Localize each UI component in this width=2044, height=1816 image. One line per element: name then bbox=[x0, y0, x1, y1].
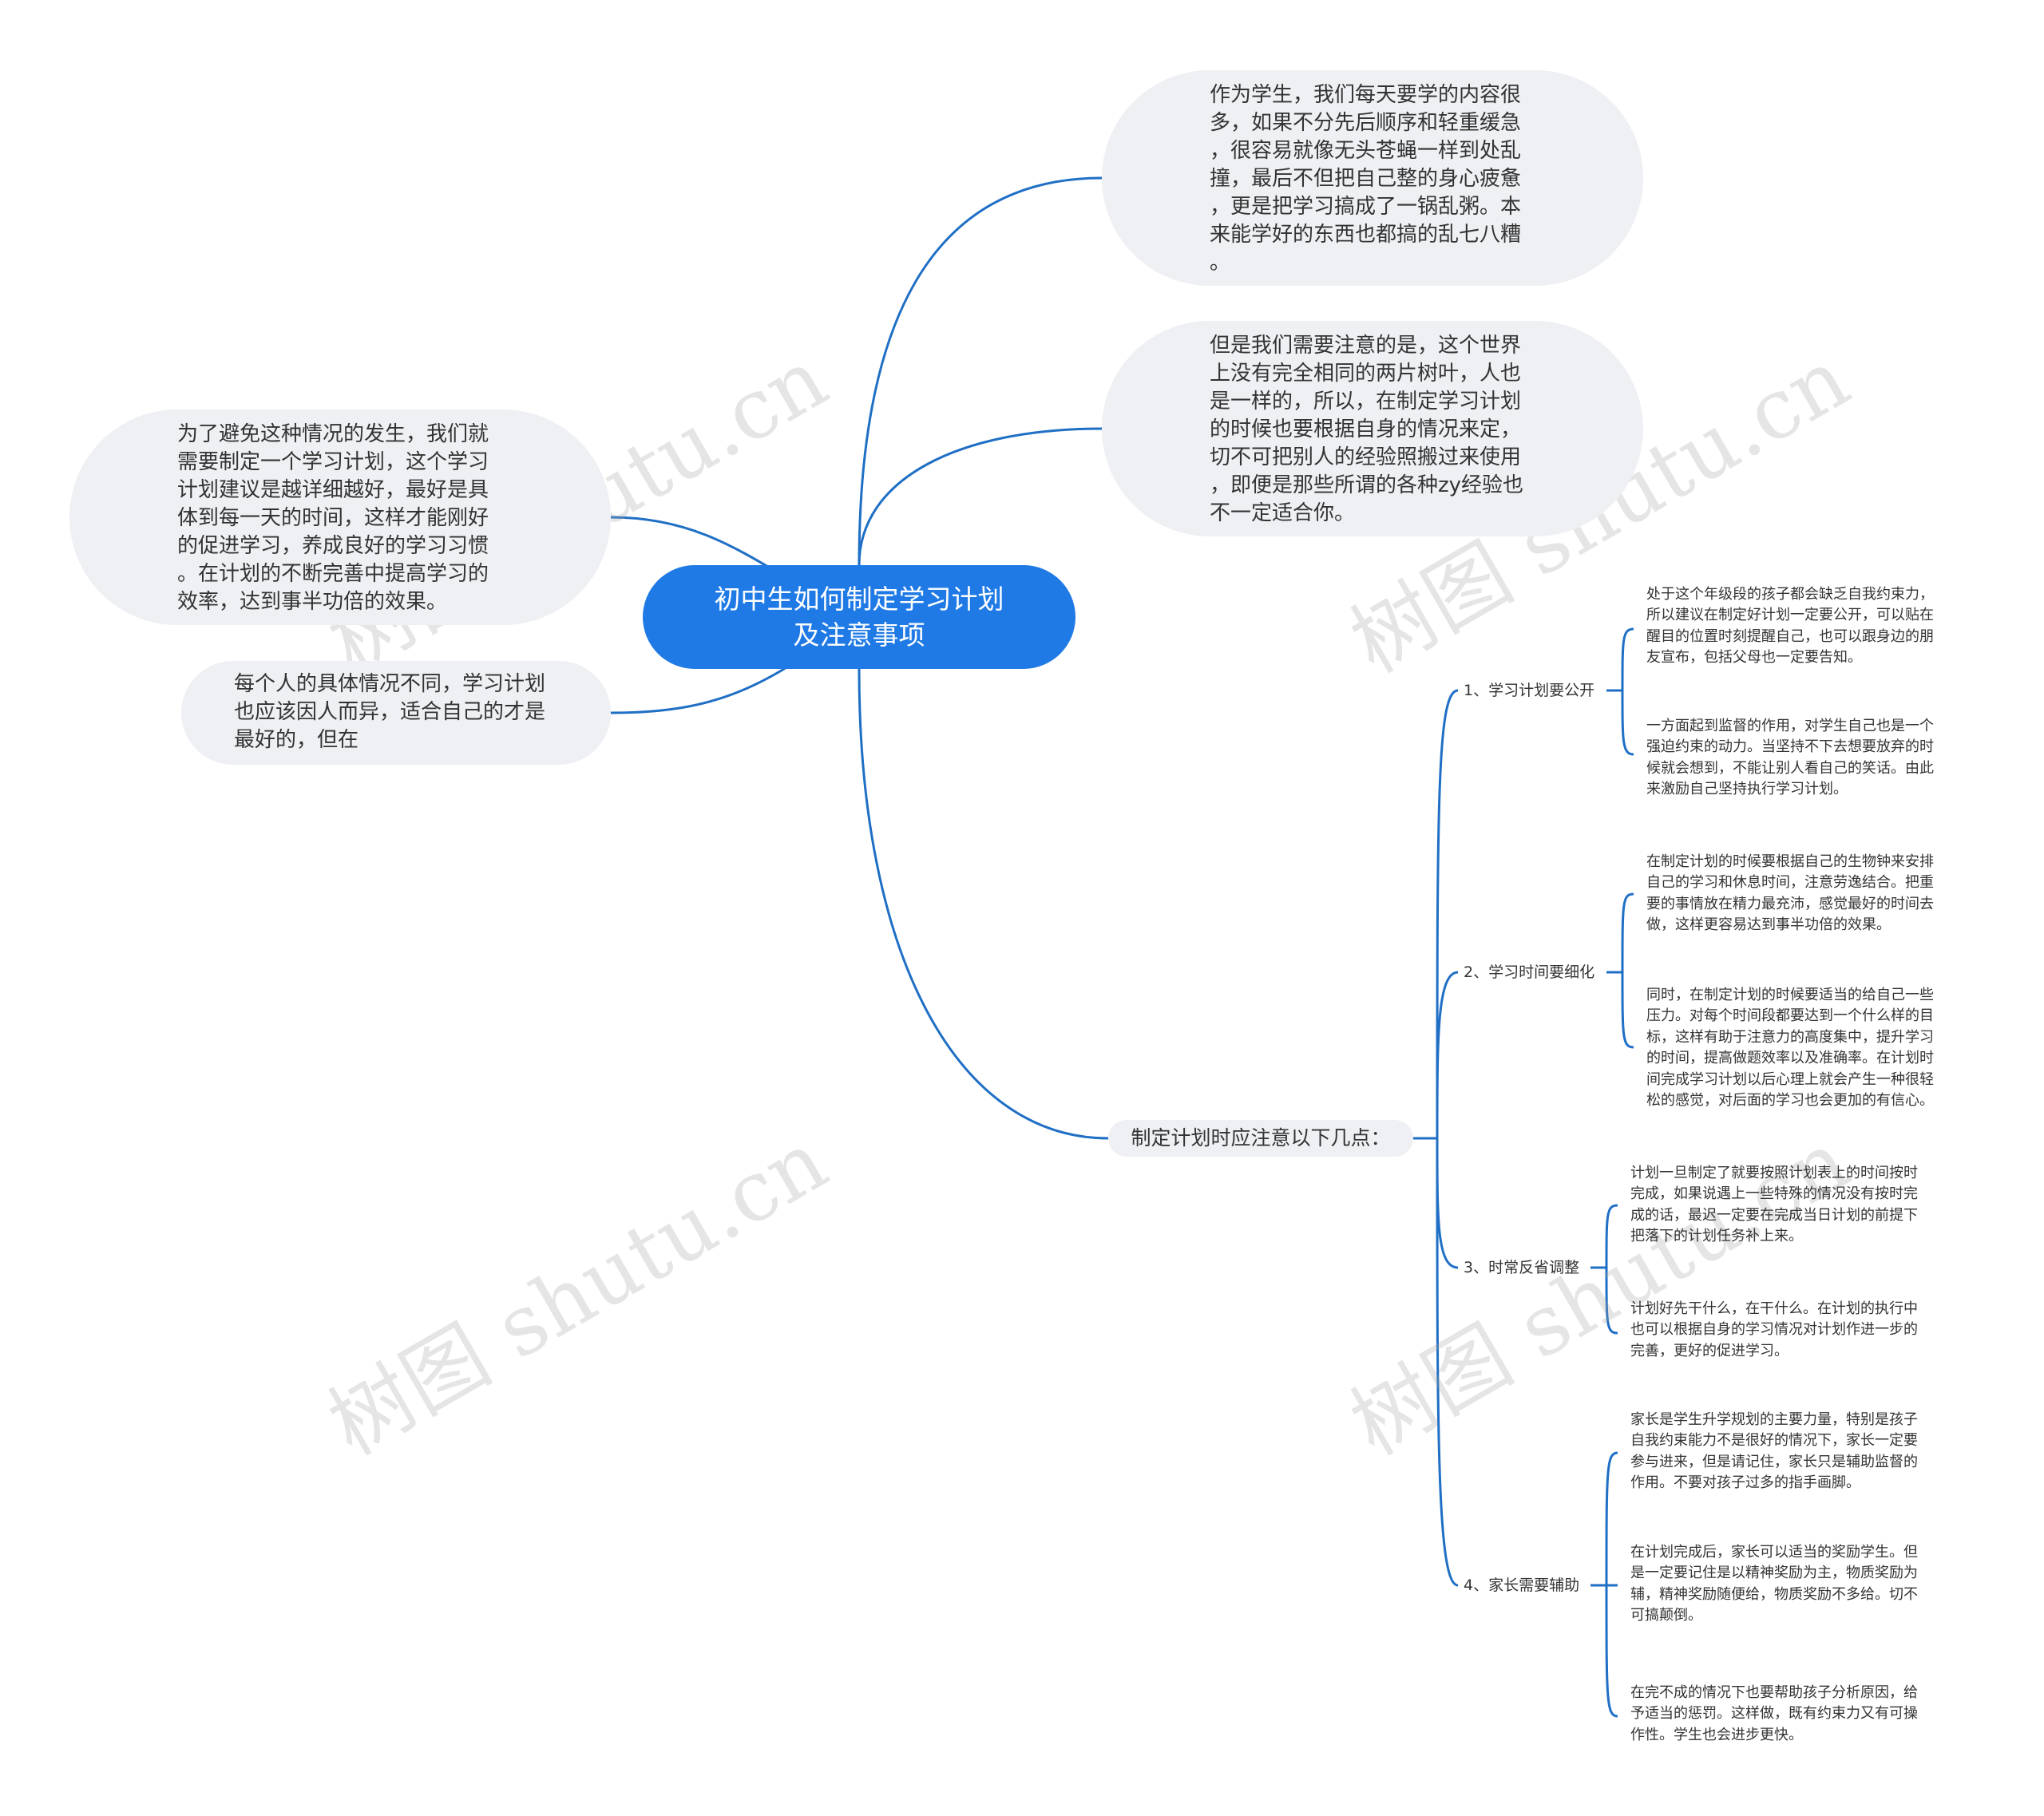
sub-topic-4[interactable]: 4、家长需要辅助 bbox=[1464, 1577, 1580, 1594]
topic-text: 作为学生，我们每天要学的内容很 多，如果不分先后顺序和轻重缓急 ，很容易就像无头… bbox=[1210, 83, 1522, 275]
branch-topic[interactable]: 制定计划时应注意以下几点： bbox=[1108, 1120, 1413, 1157]
topic-text: 每个人的具体情况不同，学习计划 也应该因人而异，适合自己的才是 最好的，但在 bbox=[234, 672, 546, 752]
sub-topic-3[interactable]: 3、时常反省调整 bbox=[1464, 1259, 1580, 1276]
topic-bubble[interactable]: 每个人的具体情况不同，学习计划 也应该因人而异，适合自己的才是 最好的，但在 bbox=[181, 661, 611, 765]
central-topic[interactable]: 初中生如何制定学习计划 及注意事项 bbox=[643, 565, 1075, 669]
topic-text: 为了避免这种情况的发生，我们就 需要制定一个学习计划，这个学习 计划建议是越详细… bbox=[177, 422, 489, 614]
leaf-text[interactable]: 在完不成的情况下也要帮助孩子分析原因，给 予适当的惩罚。这样做，既有约束力又有可… bbox=[1630, 1684, 1918, 1743]
topic-bubble[interactable]: 作为学生，我们每天要学的内容很 多，如果不分先后顺序和轻重缓急 ，很容易就像无头… bbox=[1102, 70, 1643, 286]
sub-topic-1[interactable]: 1、学习计划要公开 bbox=[1464, 682, 1595, 699]
topic-bubble[interactable]: 但是我们需要注意的是，这个世界 上没有完全相同的两片树叶，人也 是一样的，所以，… bbox=[1102, 321, 1643, 536]
topic-text: 但是我们需要注意的是，这个世界 上没有完全相同的两片树叶，人也 是一样的，所以，… bbox=[1210, 334, 1524, 525]
sub-topic-2[interactable]: 2、学习时间要细化 bbox=[1464, 963, 1595, 981]
leaf-text[interactable]: 同时，在制定计划的时候要适当的给自己一些 压力。对每个时间段都要达到一个什么样的… bbox=[1646, 987, 1934, 1110]
leaf-text[interactable]: 计划一旦制定了就要按照计划表上的时间按时 完成，如果说遇上一些特殊的情况没有按时… bbox=[1630, 1165, 1918, 1245]
leaf-text[interactable]: 在制定计划的时候要根据自己的生物钟来安排 自己的学习和休息时间，注意劳逸结合。把… bbox=[1646, 853, 1934, 934]
leaf-text[interactable]: 家长是学生升学规划的主要力量，特别是孩子 自我约束能力不是很好的情况下，家长一定… bbox=[1630, 1411, 1918, 1492]
leaf-text[interactable]: 一方面起到监督的作用，对学生自己也是一个 强迫约束的动力。当坚持不下去想要放弃的… bbox=[1646, 718, 1934, 798]
leaf-text[interactable]: 计划好先干什么，在干什么。在计划的执行中 也可以根据自身的学习情况对计划作进一步… bbox=[1630, 1300, 1918, 1359]
leaf-text[interactable]: 处于这个年级段的孩子都会缺乏自我约束力， 所以建议在制定好计划一定要公开，可以贴… bbox=[1646, 586, 1934, 667]
topic-bubble[interactable]: 为了避免这种情况的发生，我们就 需要制定一个学习计划，这个学习 计划建议是越详细… bbox=[69, 409, 611, 625]
leaf-text[interactable]: 在计划完成后，家长可以适当的奖励学生。但 是一定要记住是以精神奖励为主，物质奖励… bbox=[1630, 1544, 1918, 1624]
